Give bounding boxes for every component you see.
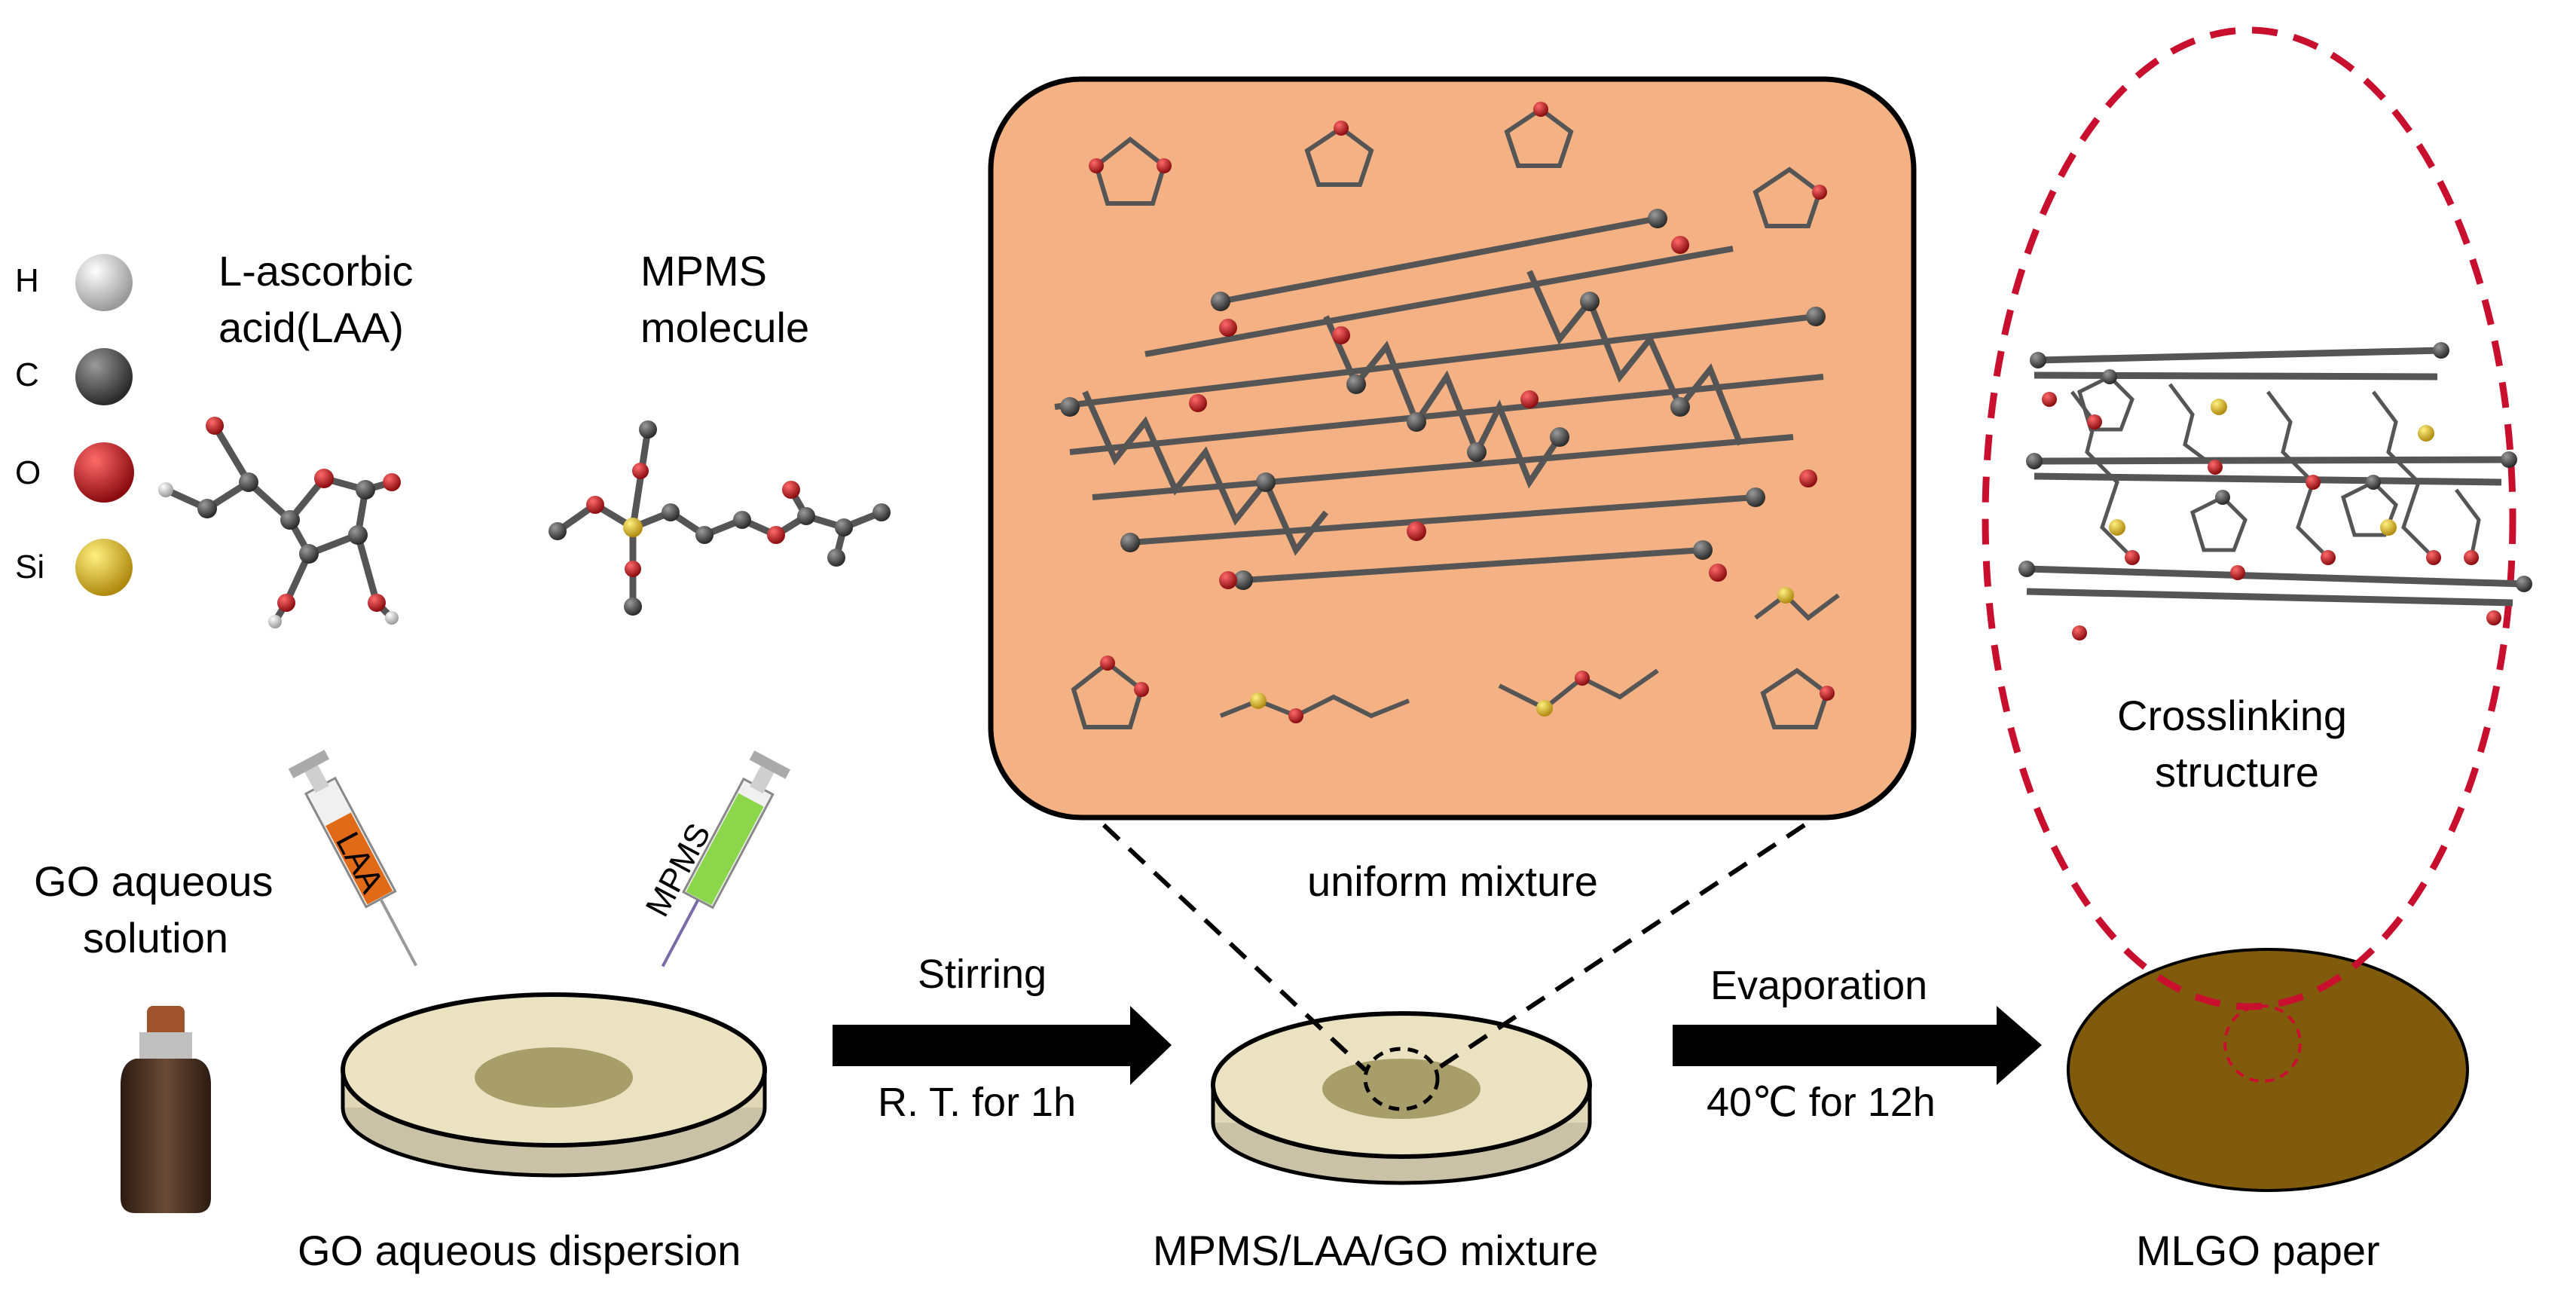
arrow-1-top-label: Stirring	[918, 952, 1047, 997]
arrow-2	[1673, 1006, 2042, 1085]
crosslinking-ellipse	[1982, 26, 2516, 1010]
mlgo-paper-caption: MLGO paper	[2136, 1227, 2380, 1274]
go-dispersion-caption: GO aqueous dispersion	[298, 1227, 741, 1274]
zoom-connector-right	[1434, 823, 1806, 1072]
legend-label-h: H	[15, 262, 39, 299]
petri-dish-2	[1211, 1011, 1592, 1185]
crosslinking-label-line2: structure	[2155, 748, 2319, 796]
arrow-1-bottom-label: R. T. for 1h	[878, 1080, 1077, 1125]
zoom-box	[988, 76, 1917, 821]
syringe-laa	[288, 750, 417, 967]
mpms-title-line2: molecule	[640, 304, 810, 351]
arrow-2-top-label: Evaporation	[1710, 963, 1928, 1008]
arrow-2-bottom-label: 40℃ for 12h	[1707, 1080, 1936, 1125]
go-vial	[121, 1006, 211, 1213]
si-atom-sphere	[75, 539, 133, 596]
legend-atoms	[74, 254, 134, 596]
uniform-mixture-label: uniform mixture	[1307, 857, 1598, 905]
go-solution-label-line1: GO aqueous	[34, 857, 273, 905]
laa-molecule	[158, 417, 401, 628]
laa-title-line2: acid(LAA)	[218, 304, 404, 351]
o-atom-sphere	[74, 442, 134, 503]
mpms-molecule	[549, 420, 891, 616]
arrow-1	[833, 1006, 1172, 1085]
c-atom-sphere	[75, 348, 133, 405]
zoom-connector-left	[1102, 823, 1367, 1072]
crosslinking-label-line1: Crosslinking	[2117, 692, 2347, 739]
mlgo-paper	[2067, 948, 2469, 1192]
syringe-mpms	[661, 750, 790, 967]
petri-dish-1	[341, 992, 767, 1178]
legend-label-si: Si	[15, 549, 45, 585]
h-atom-sphere	[75, 254, 133, 311]
legend-label-c: C	[15, 356, 39, 393]
zoom-circle	[1363, 1047, 1440, 1111]
crosslinked-layers	[2018, 342, 2532, 640]
laa-title-line1: L-ascorbic	[218, 247, 414, 295]
go-solution-label-line2: solution	[83, 914, 229, 961]
mpms-title-line1: MPMS	[640, 247, 767, 295]
legend-label-o: O	[15, 454, 41, 491]
mixture-caption: MPMS/LAA/GO mixture	[1153, 1227, 1599, 1274]
paper-zoom-circle	[2223, 1004, 2302, 1083]
